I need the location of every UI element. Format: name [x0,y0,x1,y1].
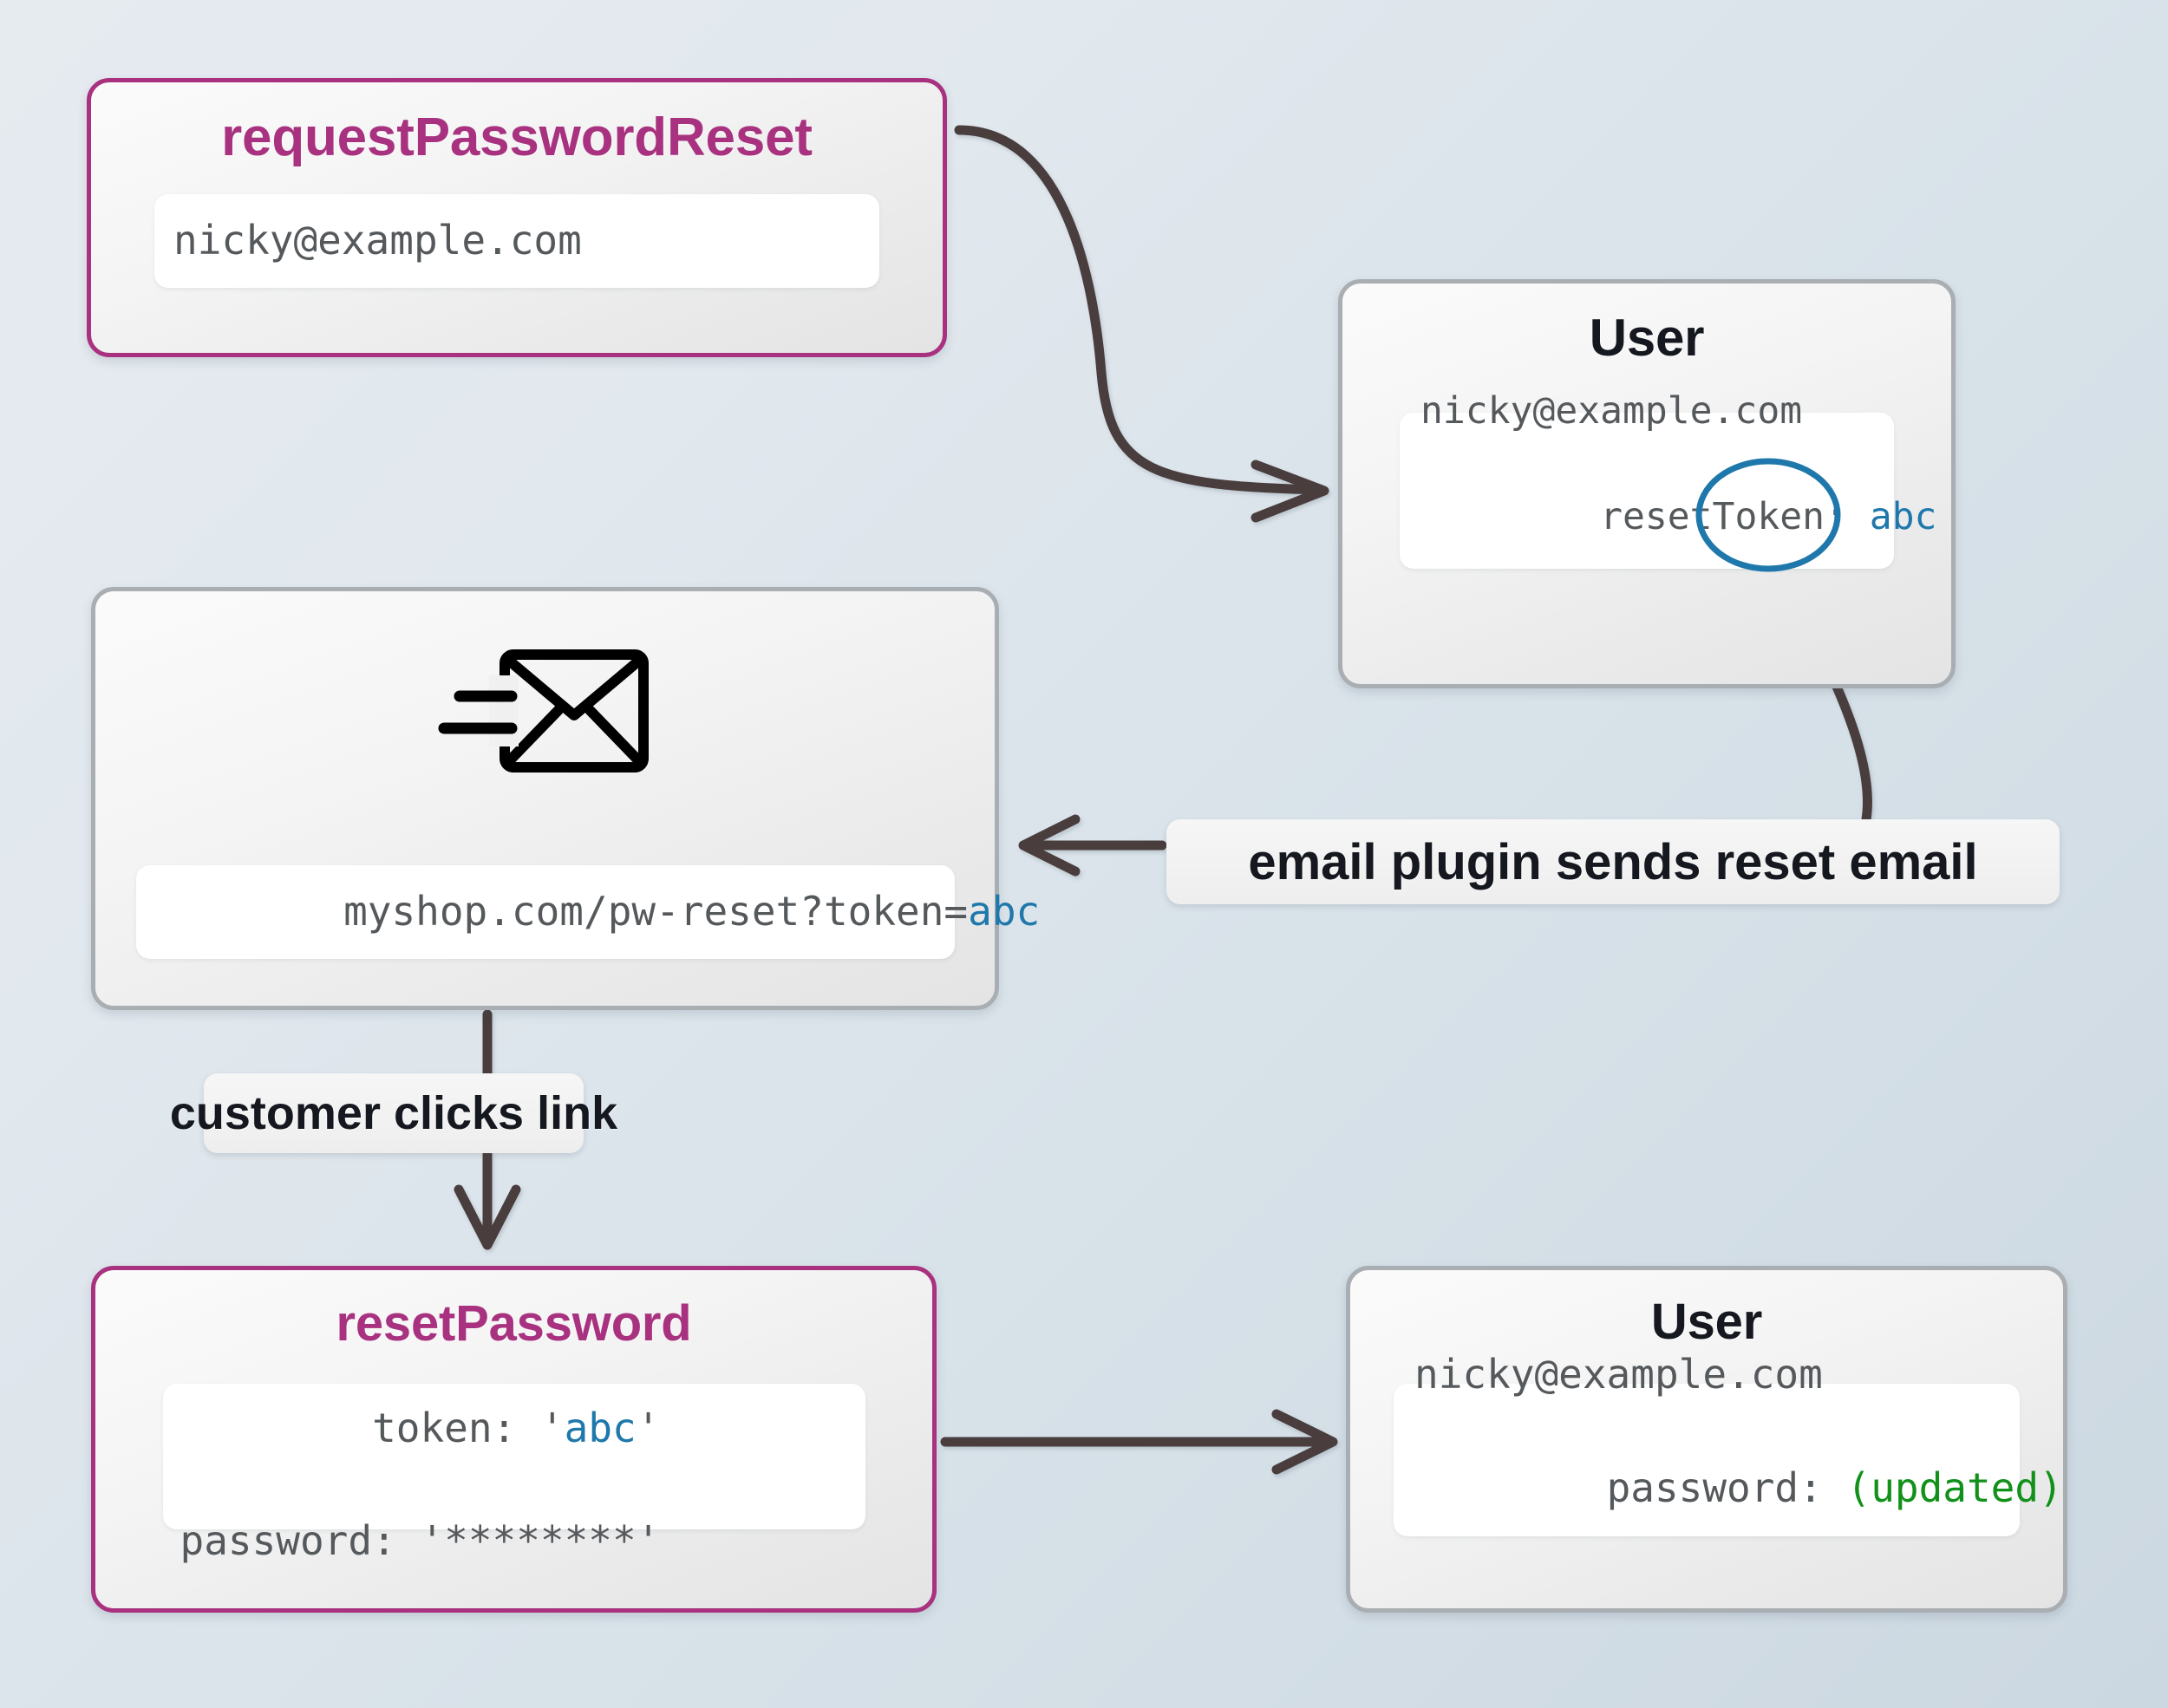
user-bottom-password-row: password: (updated) [1414,1404,2063,1574]
edge-plugin-to-email-box [1018,814,1167,877]
reset-token-quote-open: ' [539,1404,565,1451]
email-url-panel: myshop.com/pw-reset?token=abc [135,865,1040,959]
node-email-message[interactable]: myshop.com/pw-reset?token=abc [91,587,1040,1010]
user-bottom-email: nicky@example.com [1414,1351,1823,1398]
edge-reset-to-user [940,1409,1338,1475]
node-title-reset-password: resetPassword [336,1295,692,1352]
node-title-request-password-reset: requestPasswordReset [221,108,813,167]
reset-token-label: token: [372,1404,540,1451]
request-email-value: nicky@example.com [173,217,582,264]
node-request-password-reset[interactable]: requestPasswordReset nicky@example.com [87,78,947,357]
user-bottom-fields-panel: nicky@example.com password: (updated) [1394,1351,2063,1536]
email-url-row: myshop.com/pw-reset?token=abc [152,827,1040,997]
node-user-top[interactable]: User nicky@example.com resetToken: abc [1338,279,1956,688]
reset-token-quote-close: ' [636,1404,661,1451]
send-email-icon-wrap [437,642,654,780]
request-email-panel: nicky@example.com [154,194,879,288]
reset-token-row: token: 'abc' [180,1343,865,1513]
token-highlight-circle-icon [1695,458,1841,572]
node-title-user-bottom: User [1650,1294,1763,1350]
edge-label-customer-clicks-link: customer clicks link [170,1073,617,1153]
reset-token-value: abc [564,1404,637,1451]
node-title-user-top: User [1589,309,1705,367]
reset-password-value: password: '********' [180,1517,661,1565]
reset-password-fields-panel: token: 'abc' password: '********' [162,1384,865,1564]
user-top-fields-panel: nicky@example.com resetToken: abc [1400,389,1936,572]
email-url-prefix: myshop.com/pw-reset?token= [343,888,969,935]
edge-request-to-user [954,125,1329,523]
node-reset-password[interactable]: resetPassword token: 'abc' password: '**… [91,1266,937,1613]
node-user-bottom[interactable]: User nicky@example.com password: (update… [1346,1266,2067,1613]
send-email-icon [438,649,649,773]
user-bottom-password-label: password: [1606,1464,1847,1511]
edge-label-email-plugin-sends-reset-email: email plugin sends reset email [1166,819,2060,904]
user-top-token-row: resetToken: abc [1420,438,1936,596]
email-url-token: abc [968,888,1041,935]
user-top-token-label: resetToken: [1600,495,1847,538]
user-top-email: nicky@example.com [1420,388,1803,433]
user-top-token-value: abc [1869,495,1937,538]
user-bottom-password-value: (updated) [1846,1464,2063,1511]
